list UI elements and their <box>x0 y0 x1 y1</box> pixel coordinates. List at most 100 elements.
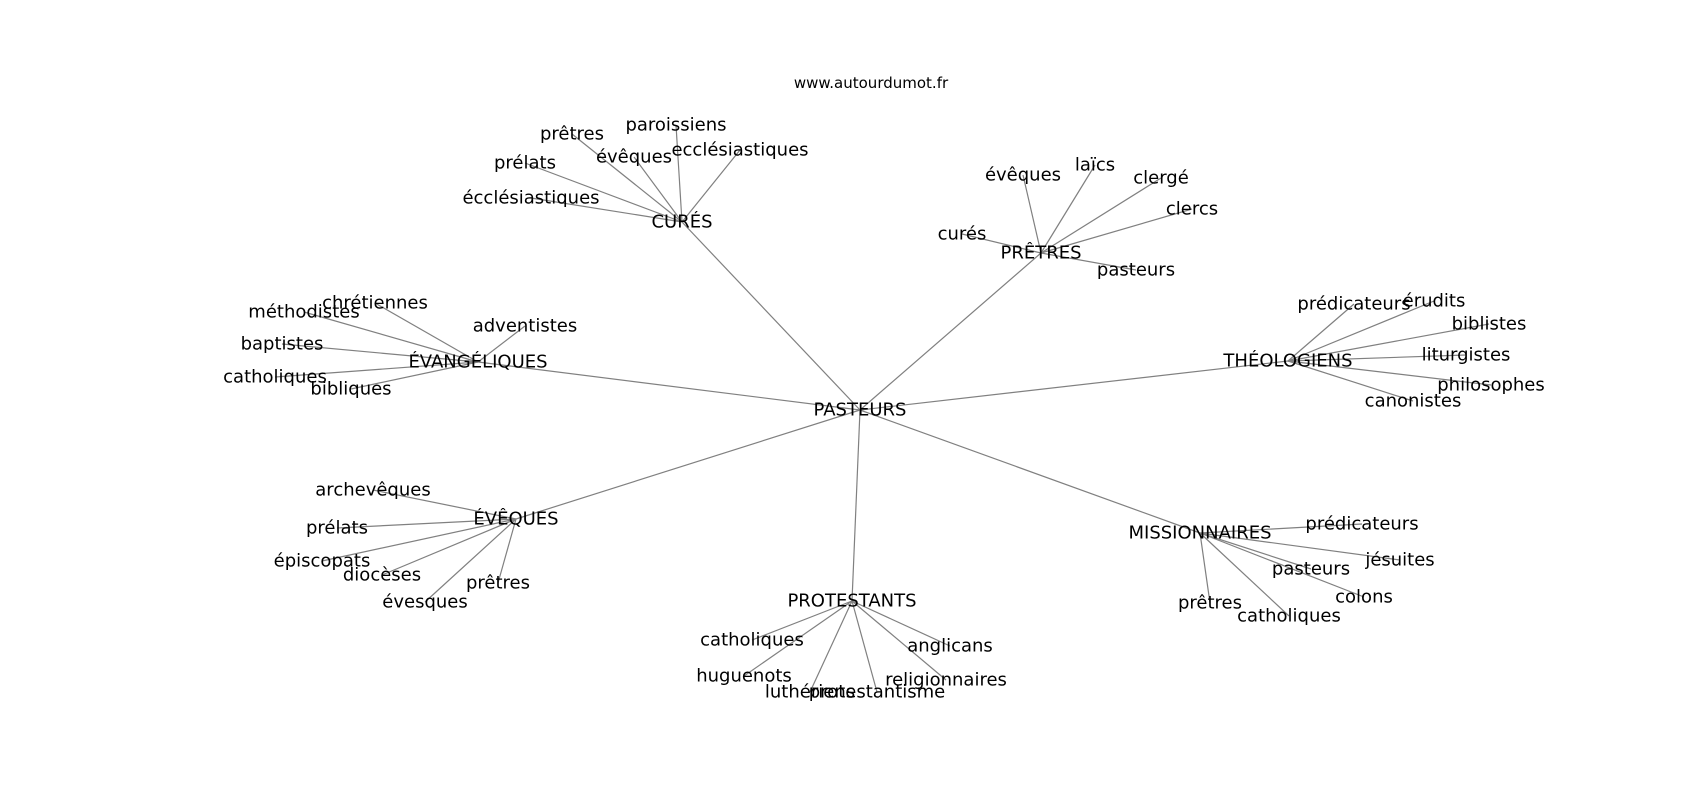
leaf-node-label: catholiques <box>1237 606 1341 627</box>
edge-hub-to-leaf <box>1199 532 1401 561</box>
edge-hub-to-leaf <box>681 149 741 223</box>
leaf-node-label: philosophes <box>1437 375 1545 396</box>
edge-hub-to-leaf <box>321 518 517 562</box>
leaf-node-label: religionnaires <box>885 670 1007 691</box>
edge-hub-to-leaf <box>374 302 479 363</box>
edge-hub-to-leaf <box>961 233 1042 254</box>
edge-hub-to-leaf <box>633 156 683 223</box>
leaf-node-label: catholiques <box>700 630 804 651</box>
edge-hub-to-leaf <box>336 518 517 529</box>
edge-hub-to-leaf <box>571 133 683 223</box>
leaf-node-label: catholiques <box>223 367 327 388</box>
edge-hub-to-leaf <box>381 518 517 576</box>
edge-hub-to-leaf <box>1199 532 1290 617</box>
site-caption: www.autourdumot.fr <box>794 74 949 92</box>
edge-hub-to-leaf <box>1199 523 1363 534</box>
edge-hub-to-leaf <box>1040 208 1193 254</box>
leaf-node-label: ecclésiastiques <box>671 140 808 161</box>
edge-hub-to-leaf <box>1287 354 1467 362</box>
leaf-node-label: paroissiens <box>625 115 726 136</box>
edge-hub-to-leaf <box>751 600 853 641</box>
hub-node-label: ÉVÊQUES <box>473 508 558 530</box>
leaf-node-label: laïcs <box>1075 155 1115 176</box>
edge-root-to-hub <box>859 252 1042 411</box>
edge-hub-to-leaf <box>281 343 479 363</box>
edge-hub-to-leaf <box>530 197 683 223</box>
leaf-node-label: jésuites <box>1364 550 1434 571</box>
edge-hub-to-leaf <box>524 162 683 223</box>
hub-node-label: CURÉS <box>651 211 712 233</box>
edge-hub-to-leaf <box>497 518 517 584</box>
edge-hub-to-leaf <box>851 600 947 681</box>
edge-hub-to-leaf <box>1199 532 1312 570</box>
leaf-node-label: prélats <box>494 153 556 174</box>
leaf-node-label: luthériens <box>765 682 855 703</box>
leaf-node-label: érudits <box>1403 291 1466 312</box>
leaf-node-label: prédicateurs <box>1305 514 1418 535</box>
leaf-node-label: pasteurs <box>1097 260 1175 281</box>
hub-node-label: PROTESTANTS <box>787 591 916 612</box>
edge-hub-to-leaf <box>809 600 853 693</box>
leaf-node-label: bibliques <box>310 379 391 400</box>
leaf-node-label: écclésiastiques <box>462 188 599 209</box>
leaf-node-label: épiscopats <box>274 551 371 572</box>
edge-root-to-hub <box>515 409 861 520</box>
edge-hub-to-leaf <box>675 124 683 223</box>
label-layer: www.autourdumot.fr PASTEURS CURÉS paroissi… <box>223 74 1545 703</box>
leaf-node-label: biblistes <box>1452 314 1527 335</box>
leaf-node-label: pasteurs <box>1272 559 1350 580</box>
leaf-node-label: canonistes <box>1365 391 1462 412</box>
hub-node-label: THÉOLOGIENS <box>1222 350 1352 372</box>
leaf-node-label: prêtres <box>1178 593 1242 614</box>
leaf-node-label: prêtres <box>466 573 530 594</box>
leaf-node-label: prédicateurs <box>1297 294 1410 315</box>
root-node-label: PASTEURS <box>814 400 907 421</box>
edge-hub-to-leaf <box>424 518 517 603</box>
edge-hub-to-leaf <box>372 489 517 520</box>
edge-hub-to-leaf <box>743 600 853 677</box>
leaf-node-label: clergé <box>1133 168 1189 189</box>
leaf-node-label: clercs <box>1166 199 1218 220</box>
edge-hub-to-leaf <box>350 361 479 390</box>
edge-hub-to-leaf <box>1287 360 1414 402</box>
leaf-node-label: évêques <box>596 147 672 168</box>
edge-hub-to-leaf <box>1287 300 1435 362</box>
edge-hub-to-leaf <box>477 325 526 363</box>
leaf-node-label: diocèses <box>343 565 421 586</box>
leaf-node-label: prélats <box>306 518 368 539</box>
edge-hub-to-leaf <box>851 600 878 693</box>
edge-hub-to-leaf <box>1022 174 1042 254</box>
edge-hub-to-leaf <box>303 311 479 363</box>
edge-hub-to-leaf <box>851 600 951 647</box>
leaf-node-label: huguenots <box>696 666 792 687</box>
leaf-node-label: curés <box>938 224 987 245</box>
edge-hub-to-leaf <box>1287 360 1492 386</box>
leaf-node-label: évesques <box>382 592 467 613</box>
edge-layer <box>274 124 1492 693</box>
leaf-node-label: protestantisme <box>809 682 946 703</box>
leaf-node-label: archevêques <box>315 480 430 501</box>
edge-hub-to-leaf <box>1040 164 1096 254</box>
edge-hub-to-leaf <box>1040 177 1162 254</box>
edge-hub-to-leaf <box>1040 252 1137 271</box>
leaf-node-label: méthodistes <box>248 302 359 323</box>
leaf-node-label: baptistes <box>241 334 324 355</box>
edge-hub-to-leaf <box>1287 323 1490 362</box>
leaf-node-label: liturgistes <box>1422 345 1511 366</box>
edge-hub-to-leaf <box>1199 532 1211 604</box>
leaf-node-label: anglicans <box>907 636 993 657</box>
leaf-node-label: évêques <box>985 165 1061 186</box>
edge-hub-to-leaf <box>1287 303 1355 362</box>
edge-root-to-hub <box>859 409 1201 534</box>
edge-root-to-hub <box>851 409 861 602</box>
hub-node-label: MISSIONNAIRES <box>1128 523 1271 544</box>
edge-root-to-hub <box>859 360 1289 411</box>
edge-root-to-hub <box>477 361 861 411</box>
hub-node-label: PRÊTRES <box>1000 242 1081 264</box>
leaf-node-label: chrétiennes <box>322 293 428 314</box>
edge-root-to-hub <box>681 221 861 411</box>
edge-hub-to-leaf <box>1199 532 1365 598</box>
leaf-node-label: prêtres <box>540 124 604 145</box>
